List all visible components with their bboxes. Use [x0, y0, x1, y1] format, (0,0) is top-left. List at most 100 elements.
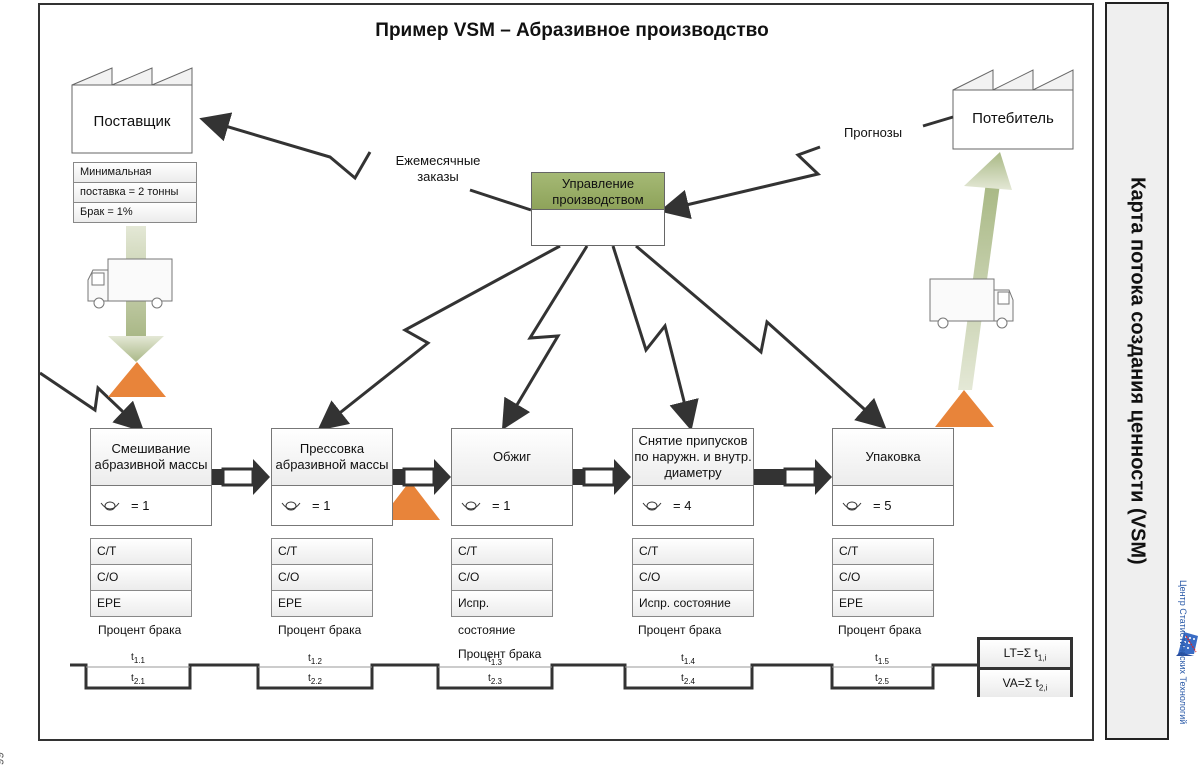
defect-rate-label: Процент брака: [98, 623, 182, 637]
t-prefix: t: [131, 652, 134, 663]
process-data-box: C/T C/O Испр. состояние: [632, 538, 754, 617]
t-index: 2.5: [877, 677, 889, 686]
process-data-box: C/T C/O EPE: [90, 538, 192, 617]
timeline-t1-label: t1.2: [275, 653, 355, 666]
info-flow-forecasts: [659, 115, 954, 220]
schedule-flows: [39, 244, 887, 433]
customer-truck-icon: [929, 278, 1014, 329]
operator-count: = 1: [272, 486, 392, 525]
schedule-flow-machining: [611, 245, 699, 431]
process-data-box: C/T C/O Испр.: [451, 538, 553, 617]
logo-text: Центр Статистических Технологий: [1178, 580, 1188, 725]
monthly-orders-label: Ежемесячные заказы: [395, 153, 481, 184]
process-box: Обжиг = 1: [451, 428, 573, 526]
timeline-t1-label: t1.4: [648, 653, 728, 666]
t-index: 2.1: [133, 677, 145, 686]
timeline-t1-label: t1.1: [98, 652, 178, 665]
side-title: Карта потока создания ценности (VSM): [1105, 2, 1169, 740]
schedule-flow-pressing: [317, 244, 561, 431]
t-index: 2.2: [310, 677, 322, 686]
operator-count: = 1: [91, 486, 211, 525]
defect-rate-label: Процент брака: [458, 647, 542, 661]
customer-label: Потебитель: [972, 110, 1054, 127]
t-index: 2.3: [490, 677, 502, 686]
timeline-t2-label: t2.5: [842, 673, 922, 686]
operator-count: = 5: [833, 486, 953, 525]
process-data-box: C/T C/O EPE: [271, 538, 373, 617]
operator-count: = 1: [452, 486, 572, 525]
schedule-flow-firing: [501, 245, 589, 431]
operator-count-value: = 1: [312, 498, 331, 513]
process-box: Смешивание абразивной массы = 1: [90, 428, 212, 526]
data-row: C/O: [633, 565, 753, 591]
timeline-t2-label: t2.4: [648, 673, 728, 686]
data-row: Испр.: [452, 591, 552, 616]
data-row: C/T: [633, 539, 753, 565]
t-prefix: t: [308, 673, 311, 684]
totals-box: LT=Σ t1,i VA=Σ t2,i: [977, 637, 1073, 697]
t-index: 1.1: [133, 656, 145, 665]
lt-sub: 1,i: [1037, 653, 1047, 663]
forecasts-label: Прогнозы: [843, 125, 903, 140]
value-added-total: VA=Σ t2,i: [980, 670, 1070, 697]
supplier-label: Поставщик: [93, 113, 171, 130]
process-box: Упаковка = 5: [832, 428, 954, 526]
timeline-t1-label: t1.5: [842, 653, 922, 666]
side-panel: [1105, 2, 1169, 740]
supplier-factory-icon: [71, 67, 193, 154]
inventory-triangle-shipping: [935, 390, 994, 427]
process-box: Прессовка абразивной массы = 1: [271, 428, 393, 526]
push-arrow-4: [753, 459, 832, 495]
data-row: C/O: [272, 565, 372, 591]
production-control-label: Управление производством: [532, 173, 664, 210]
schedule-flow-mixing: [39, 371, 145, 433]
operator-count: = 4: [633, 486, 753, 525]
timeline-t2-label: t2.2: [275, 673, 355, 686]
process-name: Обжиг: [452, 429, 572, 486]
inventory-triangle-pressing: [380, 481, 440, 520]
operator-icon: [842, 501, 862, 510]
supplier-truck-icon: [87, 258, 173, 309]
data-row: EPE: [833, 591, 933, 616]
timeline-t1-label: t1.3: [455, 654, 535, 667]
process-box: Снятие припусков по наружн. и внутр. диа…: [632, 428, 754, 526]
customer-factory-icon: [952, 69, 1074, 150]
supplier-info-row: Брак = 1%: [74, 203, 196, 222]
data-row: EPE: [272, 591, 372, 616]
data-row: C/O: [91, 565, 191, 591]
t-prefix: t: [681, 653, 684, 664]
defect-rate-label: Процент брака: [278, 623, 362, 637]
data-row: C/O: [833, 565, 933, 591]
va-prefix: VA=Σ t: [1002, 676, 1039, 690]
t-prefix: t: [488, 654, 491, 665]
data-row: C/T: [272, 539, 372, 565]
diagram-title: Пример VSM – Абразивное производство: [375, 20, 769, 41]
operator-count-value: = 4: [673, 498, 692, 513]
va-sub: 2,i: [1038, 683, 1048, 693]
timeline-t2-label: t2.1: [98, 673, 178, 686]
data-row: EPE: [91, 591, 191, 616]
production-control-box: Управление производством: [531, 172, 665, 246]
info-flow-monthly-orders: [199, 112, 532, 212]
t-index: 2.4: [683, 677, 695, 686]
data-row: Испр. состояние: [633, 591, 753, 616]
t-prefix: t: [875, 653, 878, 664]
t-prefix: t: [875, 673, 878, 684]
inventory-triangle-supplier: [108, 362, 166, 397]
operator-count-value: = 5: [873, 498, 892, 513]
defect-rate-label: Процент брака: [838, 623, 922, 637]
operator-icon: [461, 501, 481, 510]
operator-count-value: = 1: [131, 498, 150, 513]
timeline-t2-label: t2.3: [455, 673, 535, 686]
supplier-info-row: поставка = 2 тонны: [74, 183, 196, 203]
lt-prefix: LT=Σ t: [1003, 646, 1038, 660]
data-row: C/T: [91, 539, 191, 565]
operator-icon: [642, 501, 662, 510]
lead-time-total: LT=Σ t1,i: [980, 640, 1070, 670]
data-row: C/T: [452, 539, 552, 565]
t-prefix: t: [681, 673, 684, 684]
process-name: Прессовка абразивной массы: [272, 429, 392, 486]
schedule-flow-packing: [635, 244, 887, 430]
timeline: [70, 663, 978, 690]
